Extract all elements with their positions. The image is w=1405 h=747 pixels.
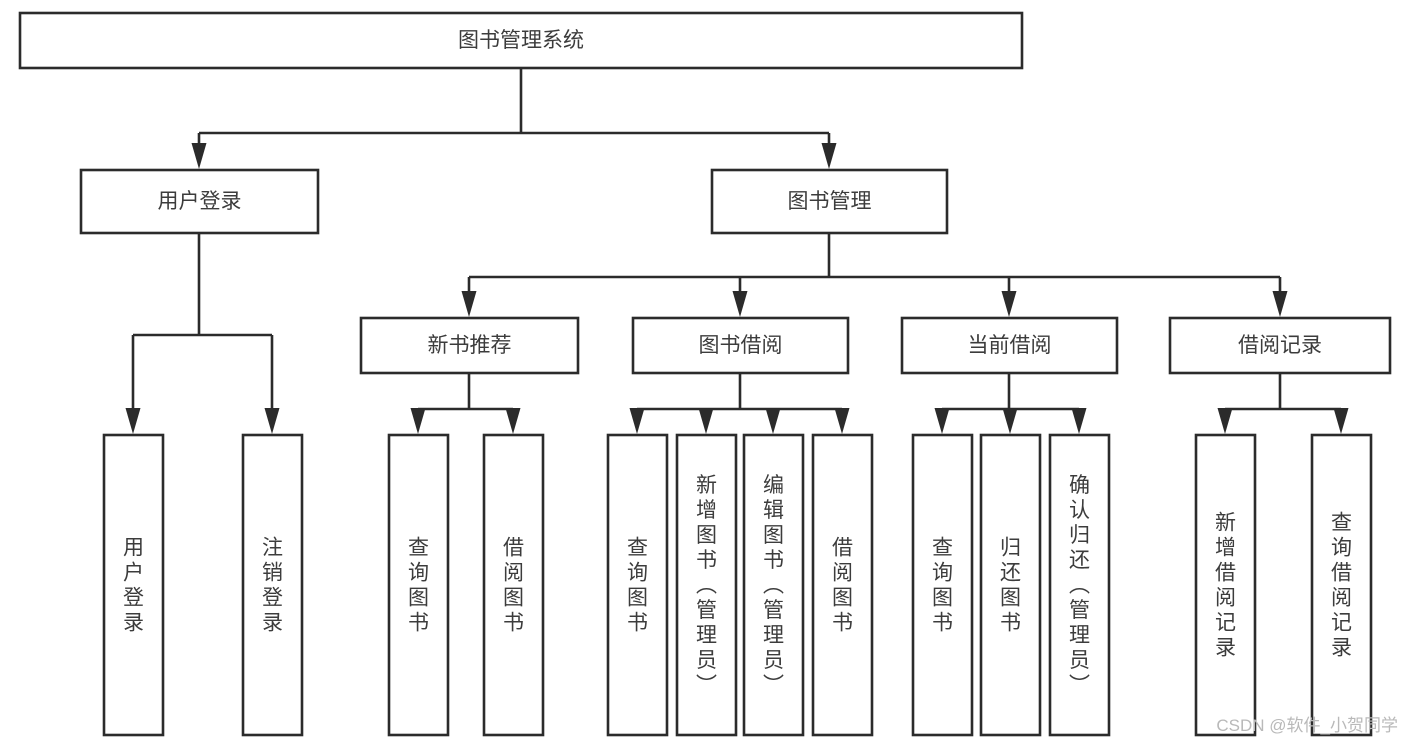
connector-group-图书管理系统 xyxy=(191,68,837,169)
arrow-head-icon xyxy=(934,408,950,434)
connectors-layer xyxy=(125,68,1349,434)
node-label: 查询图书 xyxy=(932,537,953,635)
node-label: 借阅记录 xyxy=(1238,334,1322,357)
node-box-outline xyxy=(387,433,450,737)
node-label: 查询图书 xyxy=(627,537,648,635)
level3-node-新书推荐[interactable]: 新书推荐 xyxy=(359,316,580,375)
leaf-node-查询图书[interactable]: 查询图书 xyxy=(911,433,974,737)
node-label: 图书借阅 xyxy=(699,334,783,357)
arrow-head-icon xyxy=(732,291,748,317)
boxes-layer: 图书管理系统用户登录图书管理新书推荐图书借阅当前借阅借阅记录用户登录注销登录查询… xyxy=(18,11,1392,737)
level3-node-借阅记录[interactable]: 借阅记录 xyxy=(1168,316,1392,375)
leaf-node-借阅图书[interactable]: 借阅图书 xyxy=(482,433,545,737)
connector-group-图书借阅 xyxy=(629,373,850,434)
node-box-outline xyxy=(742,433,805,737)
node-box-outline xyxy=(1310,433,1373,737)
node-box-outline xyxy=(1048,433,1111,737)
node-label: 用户登录 xyxy=(158,190,242,213)
leaf-node-借阅图书[interactable]: 借阅图书 xyxy=(811,433,874,737)
arrow-head-icon xyxy=(505,408,521,434)
node-box-outline xyxy=(911,433,974,737)
leaf-node-查询图书[interactable]: 查询图书 xyxy=(606,433,669,737)
node-box-outline xyxy=(811,433,874,737)
node-box-outline xyxy=(631,316,850,375)
leaf-node-查询借阅记录[interactable]: 查询借阅记录 xyxy=(1310,433,1373,737)
node-box-outline xyxy=(482,433,545,737)
csdn-watermark: CSDN @软件_小贺同学 xyxy=(1216,716,1398,735)
arrow-head-icon xyxy=(410,408,426,434)
root-node-图书管理系统[interactable]: 图书管理系统 xyxy=(18,11,1024,70)
level2-node-图书管理[interactable]: 图书管理 xyxy=(710,168,949,235)
node-box-outline xyxy=(1194,433,1257,737)
arrow-head-icon xyxy=(1002,408,1018,434)
node-box-outline xyxy=(979,433,1042,737)
connector-group-图书管理 xyxy=(461,233,1288,317)
node-label: 新书推荐 xyxy=(428,334,512,357)
arrow-head-icon xyxy=(629,408,645,434)
node-box-outline xyxy=(18,11,1024,70)
node-box-outline xyxy=(79,168,320,235)
leaf-node-注销登录[interactable]: 注销登录 xyxy=(241,433,304,737)
leaf-node-用户登录[interactable]: 用户登录 xyxy=(102,433,165,737)
node-box-outline xyxy=(102,433,165,737)
arrow-head-icon xyxy=(1217,408,1233,434)
connector-group-借阅记录 xyxy=(1217,373,1349,434)
node-label: 归还图书 xyxy=(1000,537,1021,635)
leaf-node-编辑图书管理员[interactable]: 编辑图书︵管理员︶ xyxy=(742,433,805,737)
node-box-outline xyxy=(359,316,580,375)
arrow-head-icon xyxy=(1071,408,1087,434)
connector-group-用户登录 xyxy=(125,233,280,434)
node-label: 确认归还︵管理员︶ xyxy=(1069,474,1090,697)
node-label: 新增图书︵管理员︶ xyxy=(696,474,717,697)
arrow-head-icon xyxy=(1272,291,1288,317)
node-box-outline xyxy=(606,433,669,737)
level3-node-图书借阅[interactable]: 图书借阅 xyxy=(631,316,850,375)
arrow-head-icon xyxy=(1001,291,1017,317)
leaf-node-确认归还管理员[interactable]: 确认归还︵管理员︶ xyxy=(1048,433,1111,737)
arrow-head-icon xyxy=(461,291,477,317)
node-label: 当前借阅 xyxy=(968,334,1052,357)
arrow-head-icon xyxy=(698,408,714,434)
node-label: 借阅图书 xyxy=(832,537,853,635)
node-label: 注销登录 xyxy=(262,537,283,635)
node-label: 借阅图书 xyxy=(503,537,524,635)
node-label: 编辑图书︵管理员︶ xyxy=(763,474,784,697)
node-box-outline xyxy=(1168,316,1392,375)
node-label: 新增借阅记录 xyxy=(1215,512,1236,660)
arrow-head-icon xyxy=(191,143,207,169)
arrow-head-icon xyxy=(834,408,850,434)
leaf-node-新增图书管理员[interactable]: 新增图书︵管理员︶ xyxy=(675,433,738,737)
node-box-outline xyxy=(241,433,304,737)
arrow-head-icon xyxy=(821,143,837,169)
arrow-head-icon xyxy=(765,408,781,434)
node-box-outline xyxy=(900,316,1119,375)
node-label: 用户登录 xyxy=(123,537,144,635)
leaf-node-归还图书[interactable]: 归还图书 xyxy=(979,433,1042,737)
arrow-head-icon xyxy=(125,408,141,434)
connector-group-新书推荐 xyxy=(410,373,521,434)
leaf-node-新增借阅记录[interactable]: 新增借阅记录 xyxy=(1194,433,1257,737)
node-label: 图书管理系统 xyxy=(458,29,584,52)
node-box-outline xyxy=(710,168,949,235)
node-label: 查询借阅记录 xyxy=(1331,512,1352,660)
arrow-head-icon xyxy=(264,408,280,434)
level3-node-当前借阅[interactable]: 当前借阅 xyxy=(900,316,1119,375)
connector-group-当前借阅 xyxy=(934,373,1087,434)
level2-node-用户登录[interactable]: 用户登录 xyxy=(79,168,320,235)
node-label: 图书管理 xyxy=(788,190,872,213)
leaf-node-查询图书[interactable]: 查询图书 xyxy=(387,433,450,737)
arrow-head-icon xyxy=(1333,408,1349,434)
node-label: 查询图书 xyxy=(408,537,429,635)
node-box-outline xyxy=(675,433,738,737)
